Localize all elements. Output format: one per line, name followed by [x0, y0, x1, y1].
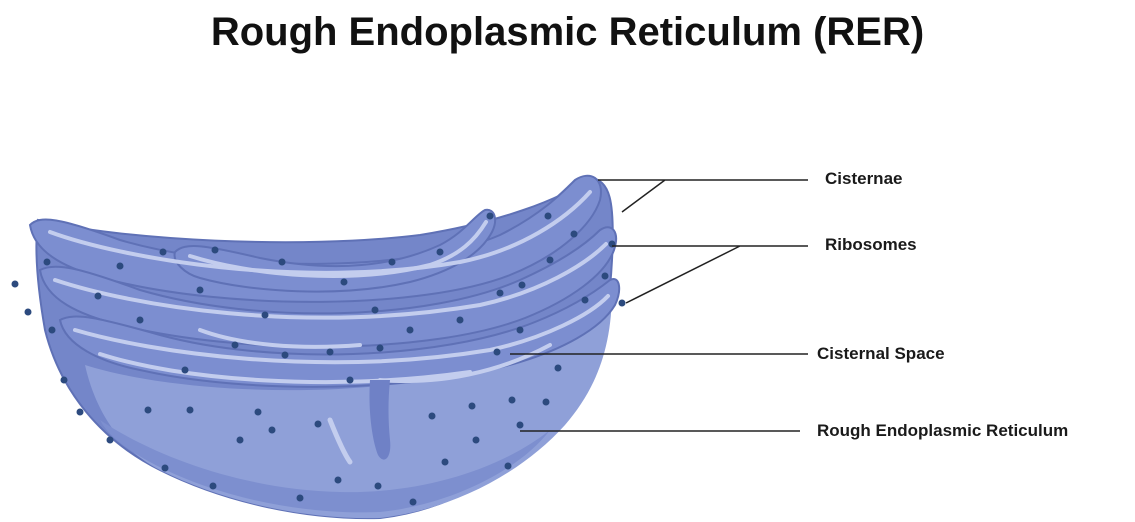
- label-cisternae: Cisternae: [825, 169, 902, 189]
- label-ribosomes: Ribosomes: [825, 235, 917, 255]
- label-cisternal-space: Cisternal Space: [817, 344, 945, 364]
- cisternae-leader-line: [598, 180, 808, 212]
- label-rough-endoplasmic-reticulum: Rough Endoplasmic Reticulum: [817, 421, 1068, 441]
- ribosomes-leader-line: [612, 246, 808, 303]
